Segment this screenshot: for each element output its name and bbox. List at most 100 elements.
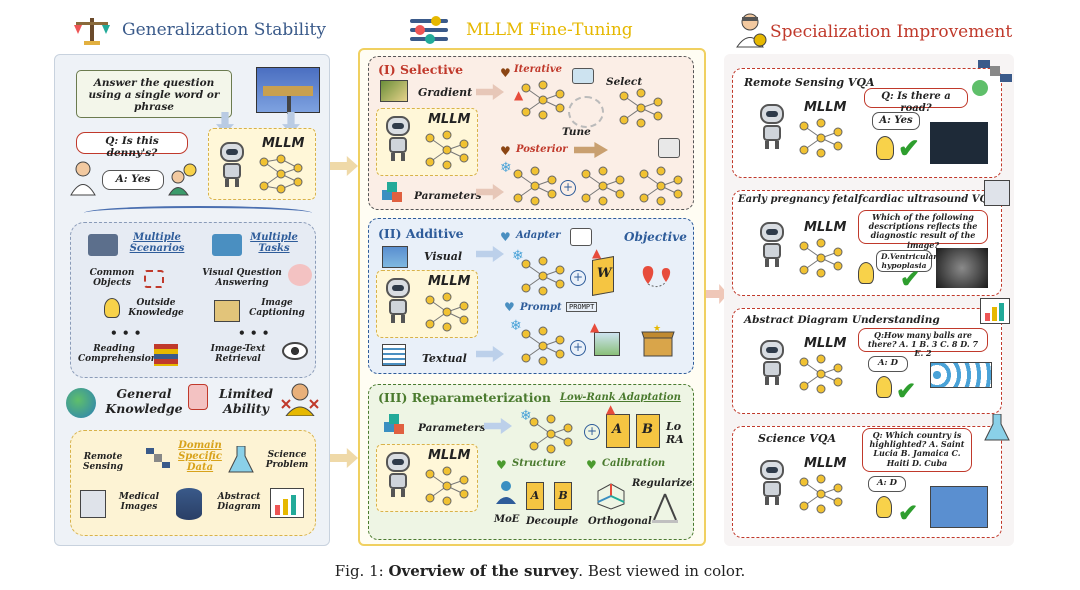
fire-icon-3: ▲: [590, 320, 600, 334]
tools-icon: [658, 138, 680, 158]
task-vqa: Visual Question Answering: [202, 268, 282, 288]
tune-label: Tune: [562, 126, 591, 138]
robot-icon-rs: [758, 104, 786, 149]
decouple-a-block: A: [526, 482, 544, 510]
globe-icon: [66, 388, 96, 418]
mllm-label-ad: MLLM: [804, 336, 847, 351]
check-icon-us: ✔: [900, 264, 921, 293]
domain-specific-data-label: Domain Specific Data: [178, 440, 222, 473]
map-image: [930, 486, 988, 528]
orthogonal-cube-icon: [596, 482, 626, 510]
rs-image: [930, 122, 988, 164]
bulb-icon-ad: [876, 376, 892, 398]
sc-question: Q: Which country is highlighted? A. Sain…: [862, 428, 972, 472]
gradient-label: Gradient: [418, 86, 473, 99]
network-icon-rs: [799, 118, 843, 158]
satellite-icon: [146, 446, 170, 470]
plus-icon-1: +: [560, 180, 576, 196]
additive-title: (II) Additive: [378, 226, 464, 241]
multiple-tasks-label: Multiple Tasks: [250, 232, 298, 254]
mllm-label-selective: MLLM: [428, 112, 471, 127]
balls-image: [930, 362, 992, 388]
snowflake-icon-2: ❄: [512, 248, 524, 264]
cycle-icon: [568, 96, 604, 128]
general-knowledge-label: General Knowledge: [105, 386, 183, 416]
check-icon-sc: ✔: [898, 498, 919, 527]
tasks-icon: [212, 234, 242, 256]
captioning-icon: [214, 300, 240, 322]
figure-caption: Fig. 1: Overview of the survey. Best vie…: [0, 562, 1080, 580]
cubes-icon-selective: [380, 182, 406, 204]
task-image-captioning: Image Captioning: [249, 298, 305, 318]
domain-remote-sensing: Remote Sensing: [82, 452, 124, 472]
network-icon-additive: [425, 292, 469, 332]
mllm-label-left: MLLM: [262, 136, 305, 151]
chart-icon-right: [980, 298, 1010, 324]
network-icon-us: [799, 238, 843, 278]
cubes-icon-reparam: [382, 414, 408, 436]
arrow-left-to-middle-2: [330, 448, 358, 468]
flask-icon-right: [984, 413, 1010, 442]
network-icon-iterative: [521, 80, 565, 120]
scenario-reading-comprehension: Reading Comprehension: [78, 344, 158, 364]
ultrasound-image: [936, 248, 988, 288]
orthogonal-label: Orthogonal: [588, 516, 652, 527]
network-icon-prompt: [521, 326, 565, 366]
lora-a-block: [606, 414, 630, 448]
instruction-prompt: Answer the question using a single word …: [76, 70, 232, 118]
visual-label: Visual: [424, 250, 463, 263]
mllm-label-us: MLLM: [804, 220, 847, 235]
books-icon: [154, 344, 178, 366]
us-answer: D.Ventricular hypoplasia: [876, 250, 937, 272]
mllm-label-sc: MLLM: [804, 456, 847, 471]
check-icon-ad: ✔: [896, 376, 917, 405]
earth-icon: [972, 80, 988, 96]
caption-prefix: Fig. 1:: [334, 562, 389, 580]
mllm-label-additive: MLLM: [428, 274, 471, 289]
location-pin-icon: [640, 266, 674, 290]
robot-icon-ad: [758, 340, 786, 385]
domain-abstract-diagram: Abstract Diagram: [217, 492, 261, 512]
heart-icon-structure: ♥: [496, 458, 507, 472]
w-label: W: [597, 266, 612, 281]
us-title: Early pregnancy fetalfcardiac ultrasound…: [738, 194, 996, 205]
network-icon-posterior-2: [581, 166, 625, 206]
regularize-label: Regularize: [632, 478, 693, 489]
lora-b-label: B: [642, 422, 653, 437]
heart-icon-posterior: ♥: [500, 144, 511, 158]
prompt-tag: PROMPT: [566, 302, 598, 312]
limited-ability-label: Limited Ability: [219, 386, 273, 416]
plus-icon-4: +: [584, 424, 600, 440]
caption-bold: Overview of the survey: [388, 562, 579, 580]
heart-icon-calibration: ♥: [586, 458, 597, 472]
robot-icon-us: [758, 222, 786, 267]
network-icon-selective: [425, 130, 469, 170]
limited-icon: [188, 384, 208, 410]
network-icon-sc: [799, 474, 843, 514]
eye-icon: [282, 342, 308, 360]
robot-icon-additive: [384, 278, 412, 323]
network-icon-left: [259, 154, 303, 194]
scenario-common-objects: Common Objects: [89, 268, 135, 288]
brace: [84, 206, 312, 220]
multiple-scenarios-label: Multiple Scenarios: [129, 232, 185, 254]
answer-bubble: A: Yes: [102, 170, 164, 190]
moe-label: MoE: [494, 514, 520, 525]
lora-a-label: A: [612, 422, 623, 437]
svg-text:★: ★: [653, 324, 661, 334]
scenario-outside-knowledge: Outside Knowledge: [128, 298, 184, 318]
scientist-icon: [734, 12, 768, 48]
ad-title: Abstract Diagram Understanding: [744, 314, 940, 326]
caption-suffix: . Best viewed in color.: [578, 562, 746, 580]
network-icon-reparam: [529, 414, 573, 454]
snowflake-icon-4: ❄: [520, 408, 532, 424]
reparam-box: [368, 384, 694, 540]
fire-icon-2: ▲: [592, 246, 602, 260]
check-icon-rs: ✔: [898, 134, 920, 164]
select-label: Select: [606, 76, 643, 88]
snowflake-icon-1: ❄: [500, 160, 512, 176]
plus-icon-3: +: [570, 340, 586, 356]
decouple-b-block: B: [554, 482, 572, 510]
satellite-icon-right: [978, 58, 1012, 84]
balance-icon: [72, 14, 112, 46]
